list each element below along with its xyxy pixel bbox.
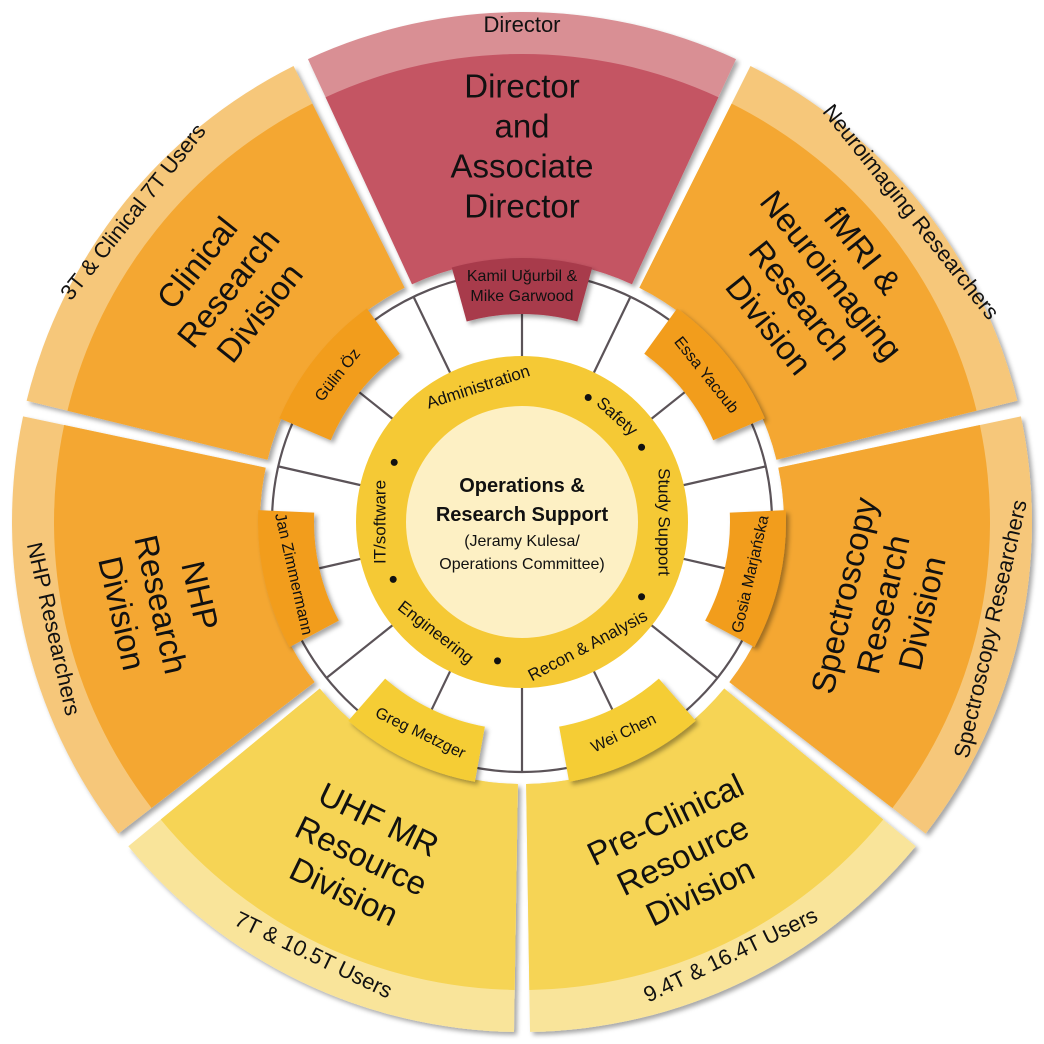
connector-line	[591, 667, 616, 716]
connector-line	[679, 556, 731, 571]
sector-main	[729, 425, 991, 809]
bullet-dot	[390, 458, 398, 466]
support-ring-dots	[389, 394, 646, 665]
bullet-dot	[389, 575, 397, 583]
connector-line	[313, 556, 365, 571]
core-circle	[406, 406, 638, 638]
connector-line	[354, 387, 397, 422]
bullet-dot	[638, 443, 646, 451]
connector-spoke	[278, 465, 363, 487]
connector-spoke	[325, 623, 395, 679]
division-title-line: Director	[464, 68, 580, 105]
leader-tab	[279, 308, 400, 441]
connector-spoke	[649, 623, 719, 679]
leader-name-line: Kamil Uğurbil &	[467, 268, 578, 285]
division-title-line: and	[494, 108, 549, 145]
connector-line	[647, 387, 690, 422]
connector-spoke	[412, 296, 452, 375]
division-title-line: Director	[464, 188, 580, 225]
sector-spectroscopy[interactable]: Spectroscopy ResearchersSpectroscopyRese…	[705, 416, 1032, 834]
sector-main	[67, 103, 405, 460]
leader-name: Kamil Uğurbil & Mike Garwood	[467, 268, 578, 305]
core-label: Operations & Research Support (Jeramy Ku…	[436, 475, 609, 573]
leader-tab	[451, 258, 593, 322]
connector-spoke	[592, 296, 632, 375]
division-sectors: DirectorDirectorandAssociateDirectorKami…	[12, 12, 1032, 1032]
sector-main	[160, 688, 518, 990]
leader-tab	[644, 308, 765, 441]
core-subtitle-line-1: (Jeramy Kulesa/	[464, 533, 580, 550]
core-subtitle-line-2: Operations Committee)	[439, 556, 604, 573]
sector-main	[526, 688, 884, 990]
connector-spoke	[681, 465, 766, 487]
leader-tab	[348, 678, 485, 782]
leader-tab	[258, 510, 339, 648]
bullet-dot	[494, 657, 502, 665]
bullet-dot	[638, 593, 646, 601]
sector-clinical[interactable]: 3T & Clinical 7T UsersClinicalResearchDi…	[26, 66, 405, 460]
leader-tab	[559, 678, 696, 782]
division-title-line: Associate	[450, 148, 593, 185]
band-label: Director	[483, 12, 560, 37]
support-item: IT/software	[370, 480, 389, 564]
support-item: Study Support	[655, 468, 674, 576]
core-title-line-2: Research Support	[436, 504, 609, 526]
sector-preclinical[interactable]: 9.4T & 16.4T UsersPre-ClinicalResourceDi…	[526, 678, 916, 1032]
sector-director[interactable]: DirectorDirectorandAssociateDirectorKami…	[307, 12, 737, 322]
leader-tab	[705, 510, 786, 648]
core-title-line-1: Operations &	[459, 475, 585, 497]
bullet-dot	[584, 394, 592, 402]
sector-main	[639, 103, 977, 460]
connector-line	[428, 667, 453, 716]
leader-name-line: Mike Garwood	[470, 288, 573, 305]
sector-main	[325, 53, 719, 285]
sector-main	[54, 425, 315, 809]
